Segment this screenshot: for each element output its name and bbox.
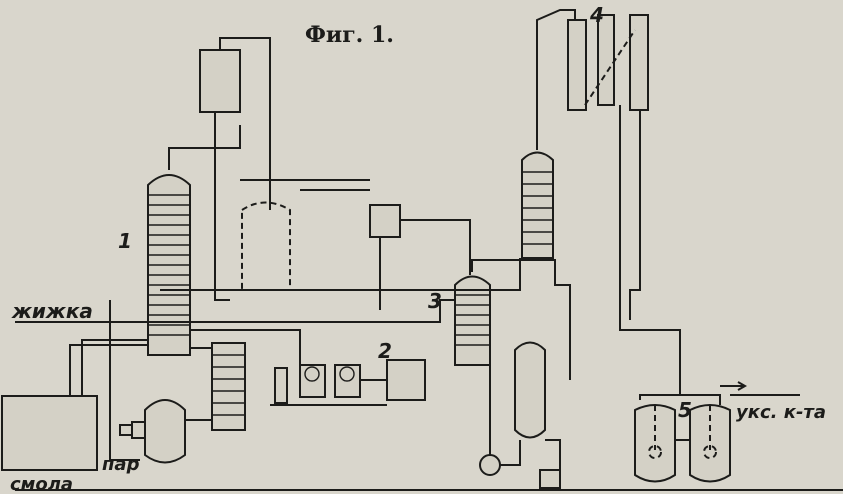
collector bbox=[539, 469, 561, 489]
tar-label: смола bbox=[10, 474, 73, 494]
distillation-column-1 bbox=[147, 174, 191, 356]
pump bbox=[479, 454, 501, 476]
label-4: 4 bbox=[589, 3, 604, 27]
condenser bbox=[168, 37, 271, 301]
separator-vessel bbox=[514, 341, 546, 439]
distillation-column-3 bbox=[454, 258, 571, 380]
separator-box bbox=[369, 204, 401, 238]
flow-meters bbox=[270, 364, 387, 406]
vessel-2 bbox=[386, 359, 426, 401]
receiver-vessel bbox=[241, 201, 291, 291]
figure-title: Фиг. 1. bbox=[305, 22, 394, 48]
small-column bbox=[211, 342, 246, 431]
still-with-motor bbox=[119, 399, 212, 464]
label-5: 5 bbox=[678, 398, 692, 422]
label-1: 1 bbox=[118, 229, 132, 253]
steam-label: пар bbox=[102, 454, 140, 475]
tar-tank bbox=[1, 395, 98, 471]
distillation-column-4 bbox=[521, 9, 681, 345]
label-3: 3 bbox=[428, 289, 442, 313]
liquor-label: жижка bbox=[11, 299, 93, 323]
acetic-acid-label: укс. к-та bbox=[736, 402, 826, 423]
acid-tanks-5 bbox=[634, 345, 800, 483]
label-2: 2 bbox=[378, 339, 392, 363]
